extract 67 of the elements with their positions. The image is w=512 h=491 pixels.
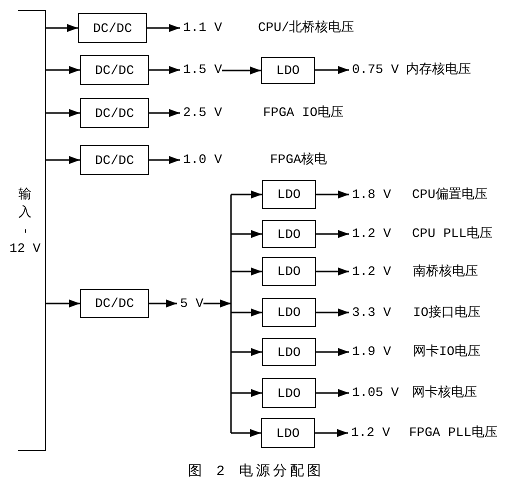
arrow [149,300,177,308]
arrow [46,66,80,74]
input-label: 输入-12 V [8,186,42,258]
regulator-block: DC/DC [78,13,147,43]
regulator-block: LDO [262,338,316,366]
voltage-value: 1.2 V [352,225,392,243]
arrow [46,109,80,117]
voltage-value: 1.0 V [183,151,222,169]
arrow [316,190,349,198]
rail-description: CPU/北桥核电压 [258,19,354,37]
arrow [149,156,180,164]
regulator-block: LDO [261,418,315,448]
voltage-value: 1.8 V [352,186,392,204]
rail-description: 内存核电压 [406,61,471,79]
rail-description: CPU偏置电压 [412,186,488,204]
voltage-value: 0.75 V [352,61,399,79]
rail-description: FPGA核电 [270,151,328,169]
arrow [231,190,262,198]
regulator-block: LDO [262,220,316,248]
arrow [46,300,80,308]
voltage-value: 1.05 V [352,384,399,402]
arrow [46,156,80,164]
voltage-value: 1.1 V [183,19,222,37]
voltage-value: 1.5 V [183,61,222,79]
rail-description: FPGA PLL电压 [409,424,498,442]
rail-description: FPGA IO电压 [263,104,344,122]
arrow [315,429,348,437]
arrow [149,109,180,117]
voltage-value: 1.2 V [352,262,392,280]
arrow [231,308,262,316]
input-bus-line [8,10,46,451]
regulator-block: DC/DC [80,289,149,318]
regulator-block: LDO [262,298,316,327]
regulator-block: LDO [262,378,316,408]
voltage-value: 1.2 V [351,424,390,442]
regulator-block: DC/DC [80,145,149,175]
arrow [222,66,261,74]
arrow [46,24,78,32]
arrow [147,24,180,32]
arrow [231,429,261,437]
arrow [231,348,262,356]
arrow [316,308,349,316]
rail-description: 网卡IO电压 [413,343,481,361]
arrow [231,268,262,276]
bus-arrow [202,194,232,434]
voltage-value: 1.9 V [352,343,392,361]
voltage-value: 2.5 V [183,104,222,122]
rail-description: 南桥核电压 [413,262,478,280]
arrow [316,389,349,397]
arrow [231,389,262,397]
regulator-block: DC/DC [80,98,149,128]
rail-description: IO接口电压 [413,304,481,322]
arrow [149,66,180,74]
arrow [316,348,349,356]
arrow [231,230,262,238]
rail-description: 网卡核电压 [412,384,477,402]
regulator-block: LDO [262,257,316,286]
voltage-value: 3.3 V [352,304,392,322]
figure-caption: 图 2 电源分配图 [188,463,324,481]
rail-description: CPU PLL电压 [412,225,493,243]
regulator-block: LDO [261,57,315,84]
voltage-value: 5 V [180,294,204,312]
arrow [316,268,349,276]
arrow [315,66,349,74]
arrow [316,230,349,238]
regulator-block: LDO [262,180,316,209]
regulator-block: DC/DC [80,55,149,85]
